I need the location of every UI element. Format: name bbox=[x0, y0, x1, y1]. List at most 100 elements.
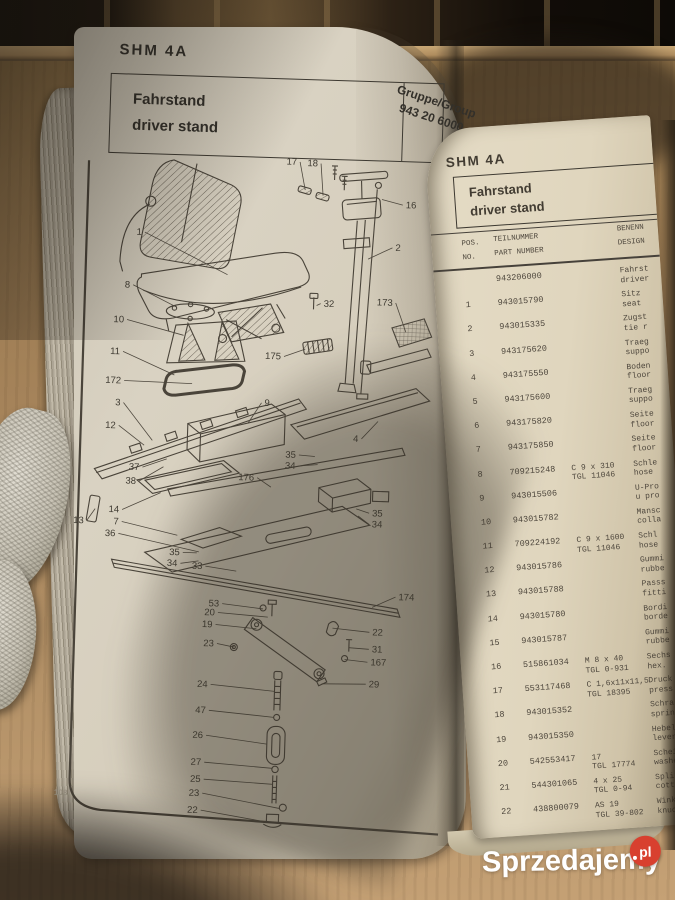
cell-pos: 16 bbox=[490, 661, 502, 673]
callout-line bbox=[348, 647, 369, 650]
callout-line bbox=[205, 565, 237, 572]
header-part-en: PART NUMBER bbox=[494, 246, 544, 259]
callout-line bbox=[381, 199, 403, 206]
callout-line bbox=[118, 425, 145, 446]
cell-desc: Seite floor bbox=[631, 433, 657, 454]
cell-part: 943175550 bbox=[502, 367, 549, 381]
cell-pos: 15 bbox=[489, 637, 500, 649]
callout-number: 173 bbox=[377, 297, 393, 308]
callout-line bbox=[118, 532, 199, 553]
callout-number: 17 bbox=[286, 156, 297, 167]
callout-number: 37 bbox=[129, 462, 140, 473]
cell-pos: 5 bbox=[472, 396, 478, 407]
cell-pos: 21 bbox=[499, 782, 511, 794]
cell-pos: 4 bbox=[470, 372, 477, 383]
callout-number: 33 bbox=[192, 561, 203, 572]
callout-line bbox=[122, 351, 175, 376]
right-title-en: driver stand bbox=[469, 198, 546, 219]
callout-line bbox=[320, 163, 324, 196]
callout-line bbox=[215, 624, 257, 630]
callout-number: 20 bbox=[204, 607, 215, 618]
cell-part: 943015787 bbox=[520, 632, 568, 647]
callout-line bbox=[138, 466, 164, 482]
callout-number: 22 bbox=[372, 627, 383, 638]
watermark: Sprzedajemy pl bbox=[482, 835, 661, 879]
cell-part: 709215248 bbox=[509, 463, 556, 478]
cell-desc: Fahrst driver bbox=[619, 264, 650, 285]
callout-line bbox=[332, 627, 370, 633]
diagram-shapes bbox=[68, 159, 439, 836]
callout-number: 34 bbox=[167, 558, 178, 569]
callout-line bbox=[283, 348, 306, 357]
callout-number: 18 bbox=[307, 158, 318, 169]
callout-line bbox=[344, 659, 368, 663]
header-pos-en: NO. bbox=[462, 253, 477, 263]
cell-pos bbox=[464, 276, 490, 278]
callout-number: 36 bbox=[105, 528, 116, 539]
callout-line bbox=[132, 284, 177, 308]
cell-part: 542553417 bbox=[529, 753, 576, 767]
cell-pos: 17 bbox=[492, 685, 504, 697]
cell-part: 553117468 bbox=[524, 681, 571, 695]
cell-desc: Sitz seat bbox=[621, 289, 642, 310]
callout-number: 32 bbox=[323, 299, 334, 310]
cell-pos: 8 bbox=[477, 469, 484, 480]
callout-line bbox=[121, 492, 161, 510]
cell-pos: 7 bbox=[475, 444, 482, 456]
watermark-badge-text: pl bbox=[638, 843, 652, 860]
cell-spec: 17 TGL 17774 bbox=[591, 752, 636, 772]
callout-number: 34 bbox=[285, 461, 296, 472]
cell-pos: 18 bbox=[494, 709, 506, 721]
cell-part: 943015352 bbox=[526, 705, 573, 719]
cell-part: 943175620 bbox=[500, 343, 548, 357]
callout-number: 23 bbox=[203, 638, 214, 649]
callout-number: 9 bbox=[264, 398, 270, 409]
cell-desc: Boden floor bbox=[626, 361, 652, 382]
bottom-left-shadow bbox=[0, 790, 340, 900]
header-desc-en: DESIGN bbox=[617, 237, 646, 248]
callout-number: 31 bbox=[372, 644, 383, 655]
callout-line bbox=[205, 734, 267, 745]
callout-number: 53 bbox=[208, 598, 219, 609]
callout-line bbox=[361, 421, 379, 440]
callout-number: 174 bbox=[398, 592, 414, 603]
callout-number: 16 bbox=[406, 200, 417, 211]
cell-part: 515861034 bbox=[522, 656, 570, 671]
callout-line bbox=[256, 477, 272, 488]
callout-number: 8 bbox=[125, 279, 131, 290]
callout-number: 19 bbox=[202, 619, 213, 630]
right-title-box: Fahrstand driver stand bbox=[452, 161, 670, 229]
callout-line bbox=[217, 612, 268, 618]
callout-line bbox=[86, 508, 96, 521]
cell-pos: 14 bbox=[487, 613, 499, 625]
cell-part: 943015506 bbox=[510, 488, 558, 502]
callout-number: 24 bbox=[197, 679, 208, 690]
callout-number: 176 bbox=[238, 472, 254, 483]
exploded-diagram: 1810111723123738131473617181623217317593… bbox=[68, 156, 439, 836]
callout-line bbox=[298, 454, 315, 457]
cell-pos: 20 bbox=[497, 758, 509, 769]
callout-line bbox=[124, 380, 193, 385]
cell-part: 943175600 bbox=[504, 391, 551, 405]
cell-desc: Schl hose bbox=[638, 530, 659, 551]
callout-line bbox=[357, 515, 370, 525]
header-desc-de: BENENN bbox=[616, 223, 645, 234]
callout-number: 1 bbox=[136, 227, 142, 238]
callout-number: 35 bbox=[285, 450, 296, 461]
cell-spec: C 1,6x11x11,5 TGL 18395 bbox=[586, 676, 650, 700]
callout-number: 29 bbox=[369, 679, 380, 690]
left-page-content: SHM 4A Fahrstand driver stand Gruppe/Gro… bbox=[49, 26, 478, 870]
right-section-code: SHM 4A bbox=[445, 151, 507, 171]
callout-number: 47 bbox=[195, 705, 206, 716]
callout-line bbox=[123, 402, 153, 441]
callout-line bbox=[247, 402, 262, 424]
left-section-code: SHM 4A bbox=[119, 41, 189, 61]
callout-line bbox=[222, 603, 264, 610]
cell-part: 709224192 bbox=[514, 536, 561, 550]
callout-number: 35 bbox=[372, 508, 383, 519]
cell-desc: Schle hose bbox=[632, 457, 658, 478]
cell-spec: C 9 x 310 TGL 11046 bbox=[571, 460, 616, 483]
callout-line bbox=[356, 508, 370, 514]
